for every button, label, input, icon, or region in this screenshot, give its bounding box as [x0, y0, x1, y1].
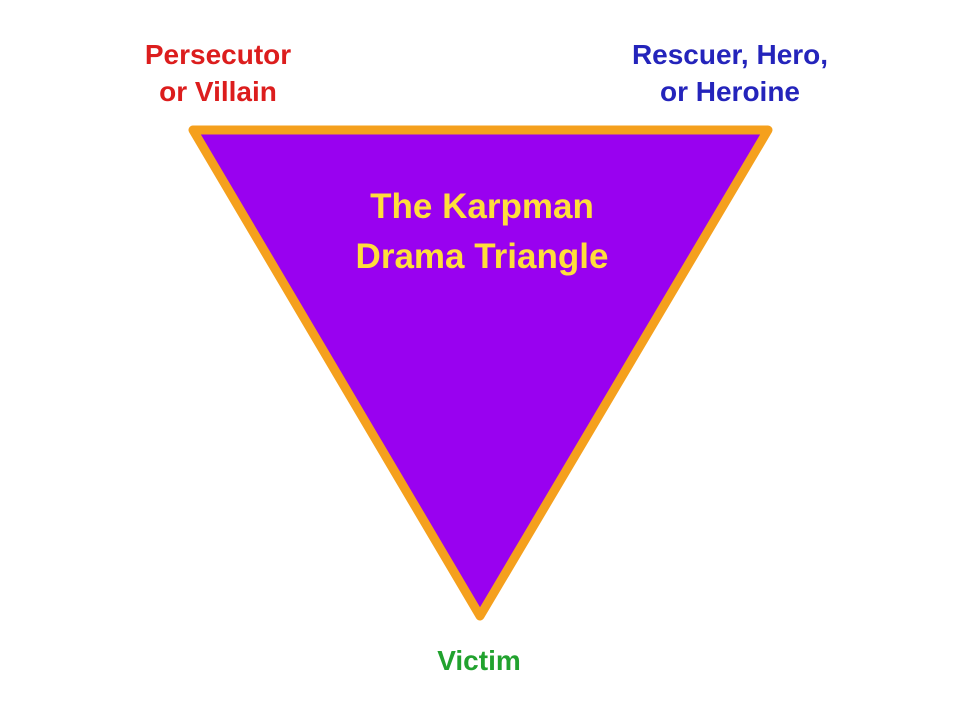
- corner-label-rescuer: Rescuer, Hero, or Heroine: [632, 36, 828, 110]
- corner-label-victim-line1: Victim: [437, 645, 521, 676]
- corner-label-persecutor: Persecutor or Villain: [145, 36, 291, 110]
- diagram-title: The Karpman Drama Triangle: [356, 182, 609, 282]
- triangle-polygon: [188, 125, 773, 621]
- corner-label-rescuer-line2: or Heroine: [659, 76, 801, 107]
- corner-label-persecutor-line1: Persecutor: [144, 39, 292, 70]
- diagram-title-line2: Drama Triangle: [355, 237, 609, 276]
- corner-label-rescuer-line1: Rescuer, Hero,: [631, 39, 829, 70]
- diagram-title-line1: The Karpman: [370, 187, 594, 226]
- corner-label-victim: Victim: [437, 642, 521, 679]
- corner-label-persecutor-line2: or Villain: [159, 76, 277, 107]
